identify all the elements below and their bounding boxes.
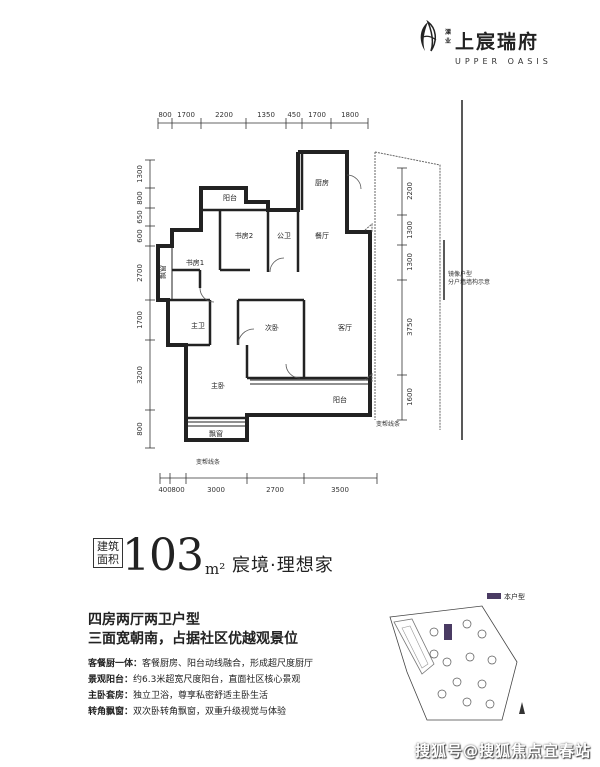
site-trees [429, 619, 497, 709]
room-living: 客厅 [338, 323, 352, 332]
feature-label: 客餐厨一体： [88, 659, 143, 669]
feature-label: 主卧套房： [88, 691, 134, 701]
dim-top-7: 1800 [341, 111, 359, 119]
room-master-bedroom: 主卧 [211, 381, 225, 390]
dimension-labels-left: 1300 800 650 600 2700 1700 3200 800 2200… [136, 165, 414, 436]
feature-text: 客餐厨房、阳台动线融合，形成超尺度厨厅 [142, 659, 314, 669]
interior-walls [168, 152, 370, 420]
area-tag-line1: 建筑 [97, 540, 119, 553]
feature-item: 客餐厨一体：客餐厨房、阳台动线融合，形成超尺度厨厅 [88, 659, 388, 670]
door-swings [199, 174, 362, 379]
annotation-gradient-right: 变帮线条 [376, 420, 400, 428]
area-tag-line2: 面积 [97, 553, 119, 566]
dim-left-1: 1300 [136, 165, 144, 183]
area-unit: m² [205, 560, 226, 578]
dim-top-4: 1350 [257, 111, 275, 119]
room-public-bath: 公卫 [277, 232, 291, 240]
room-bay-bottom: 飘窗 [209, 429, 223, 438]
dim-right-3: 1300 [406, 253, 414, 271]
room-dining: 餐厅 [315, 231, 329, 240]
dim-bottom-3: 3000 [207, 486, 225, 494]
dim-right-4: 3750 [406, 318, 414, 336]
legend-label: 本户型 [504, 593, 525, 601]
logo-emblem-icon [420, 20, 437, 52]
annotation-mirror-2: 分户墙墙构示意 [448, 278, 490, 286]
dim-top-5: 450 [287, 111, 300, 119]
dim-left-6: 1700 [136, 311, 144, 329]
window-lines [157, 245, 368, 441]
headline-line2: 三面宽朝南，占据社区优越观景位 [88, 631, 298, 647]
logo-sub-1: 溧 [445, 29, 452, 36]
dim-top-1: 800 [158, 111, 171, 119]
legend-swatch [487, 593, 501, 599]
dim-top-2: 1700 [177, 111, 195, 119]
logo-sub-2: 业 [445, 38, 452, 45]
feature-text: 双次卧转角飘窗，双重升级视觉与体验 [133, 707, 287, 717]
feature-text: 独立卫浴，尊享私密舒适主卧生活 [133, 691, 269, 701]
dim-top-6: 1700 [308, 111, 326, 119]
room-bay-left: 飘窗 [158, 265, 167, 279]
dim-left-3: 650 [136, 210, 144, 223]
mirror-unit-outline [364, 151, 441, 430]
feature-label: 转角飘窗： [88, 707, 134, 717]
dim-bottom-4: 2700 [266, 486, 284, 494]
area-value: 103 [122, 530, 204, 581]
logo-english: UPPER OASIS [455, 57, 552, 66]
room-balcony-top: 阳台 [223, 193, 237, 202]
dim-left-8: 800 [136, 422, 144, 435]
dim-top-3: 2200 [215, 111, 233, 119]
area-tag: 建筑 面积 [93, 538, 123, 568]
dim-right-1: 2200 [406, 182, 414, 200]
logo: 溧 业 上宸瑞府 UPPER OASIS [415, 18, 585, 73]
feature-item: 转角飘窗：双次卧转角飘窗，双重升级视觉与体验 [88, 707, 388, 718]
room-study2: 书房2 [235, 231, 253, 240]
watermark: 搜狐号@搜狐焦点宜春站 [415, 742, 592, 760]
dim-left-2: 800 [136, 191, 144, 204]
feature-label: 景观阳台： [88, 675, 134, 685]
current-unit-marker [444, 624, 452, 640]
logo-name: 上宸瑞府 [455, 31, 540, 53]
feature-list: 客餐厨一体：客餐厨房、阳台动线融合，形成超尺度厨厅 景观阳台：约6.3米超宽尺度… [88, 659, 388, 718]
dim-left-4: 600 [136, 229, 144, 242]
feature-item: 景观阳台：约6.3米超宽尺度阳台，直面社区核心景观 [88, 675, 388, 686]
north-arrow-icon [519, 702, 525, 714]
dim-left-5: 2700 [136, 264, 144, 282]
dimension-labels: 800 1700 2200 1350 450 1700 1800 400 800… [158, 111, 359, 494]
room-balcony-living: 阳台 [333, 395, 347, 404]
annotation-gradient-bottom: 变帮线条 [196, 458, 220, 466]
annotation-mirror-1: 镜像户型 [448, 270, 472, 278]
dim-right-5: 1600 [406, 388, 414, 406]
annotation-labels: 镜像户型 分户墙墙构示意 变帮线条 变帮线条 [196, 270, 490, 466]
dim-bottom-1: 400 [158, 486, 171, 494]
dim-left-7: 3200 [136, 366, 144, 384]
floor-plan: 800 1700 2200 1350 450 1700 1800 400 800… [136, 100, 490, 494]
feature-text: 约6.3米超宽尺度阳台，直面社区核心景观 [133, 675, 301, 685]
dim-bottom-2: 800 [171, 486, 184, 494]
edge-walls [443, 100, 463, 440]
headline-line1: 四房两厅两卫户型 [88, 612, 200, 628]
site-plan [389, 605, 525, 721]
room-master-bath: 主卫 [191, 321, 205, 330]
room-study1: 书房1 [186, 258, 204, 267]
room-kitchen: 厨房 [315, 178, 329, 187]
area-slogan: 宸境·理想家 [232, 555, 334, 576]
feature-item: 主卧套房：独立卫浴，尊享私密舒适主卧生活 [88, 691, 388, 702]
dim-bottom-5: 3500 [331, 486, 349, 494]
dimension-lines [145, 118, 407, 484]
room-labels: 厨房 阳台 书房2 公卫 餐厅 飘窗 书房1 主卫 次卧 客厅 主卧 阳台 飘窗 [158, 178, 352, 438]
dim-right-2: 1300 [406, 221, 414, 239]
room-second-bedroom: 次卧 [265, 323, 279, 332]
